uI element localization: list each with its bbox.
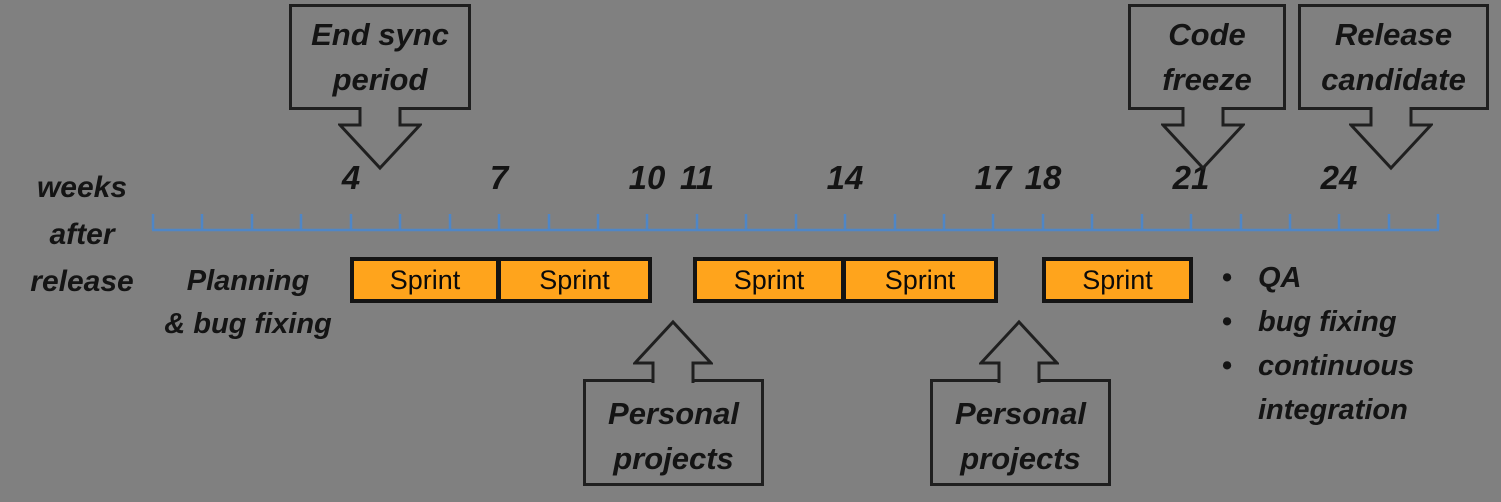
down-arrow-icon — [1161, 107, 1245, 171]
callout-personal-projects-1: Personal projects — [583, 379, 764, 486]
list-item: • bug fixing — [1222, 300, 1500, 344]
activity-bullet-list: • QA • bug fixing • continuous integrati… — [1222, 256, 1500, 432]
sprint-label: Sprint — [1082, 264, 1153, 295]
timeline-axis — [151, 214, 1440, 232]
bullet-icon: • — [1222, 306, 1233, 338]
bullet-text: continuous integration — [1258, 350, 1415, 426]
callout-personal-projects-2: Personal projects — [930, 379, 1111, 486]
callout-text: Code — [1168, 17, 1246, 52]
sprint-box-2: Sprint — [497, 257, 652, 303]
week-label-10: 10 — [628, 159, 666, 196]
week-label-18: 18 — [1024, 159, 1062, 196]
bullet-icon: • — [1222, 350, 1233, 382]
axis-label-weeks-after-release: weeks after release — [8, 164, 156, 305]
sprint-label: Sprint — [389, 264, 461, 295]
sprint-box-1: Sprint — [350, 257, 500, 303]
bullet-text: QA — [1258, 262, 1302, 294]
callout-text: Personal — [955, 396, 1086, 431]
week-label-7: 7 — [489, 159, 509, 196]
week-label-14: 14 — [826, 159, 864, 196]
phase-label-line: & bug fixing — [164, 308, 332, 340]
sprint-box-5: Sprint — [1042, 257, 1193, 303]
callout-code-freeze: Code freeze — [1128, 4, 1286, 110]
sprint-box-4: Sprint — [842, 257, 998, 303]
down-arrow-icon — [338, 107, 422, 171]
callout-text: projects — [960, 441, 1081, 476]
tick-marks — [151, 214, 1440, 230]
phase-label-line: Planning — [186, 265, 310, 297]
week-label-17: 17 — [974, 159, 1012, 196]
up-arrow-icon — [633, 319, 713, 383]
callout-release-candidate: Release candidate — [1298, 4, 1489, 110]
callout-text: period — [332, 62, 428, 97]
phase-label-planning: Planning & bug fixing — [143, 260, 353, 346]
callout-text: freeze — [1162, 62, 1252, 97]
up-arrow-icon — [979, 319, 1059, 383]
bullet-icon: • — [1222, 262, 1233, 294]
week-label-11: 11 — [679, 159, 715, 196]
sprint-box-3: Sprint — [693, 257, 845, 303]
callout-text: candidate — [1321, 62, 1466, 97]
down-arrow-icon — [1349, 107, 1433, 171]
callout-text: Release — [1334, 17, 1453, 52]
sprint-label: Sprint — [539, 264, 610, 295]
callout-end-sync-period: End sync period — [289, 4, 471, 110]
axis-label-line: release — [30, 265, 134, 298]
sprint-label: Sprint — [733, 264, 805, 295]
list-item: • continuous integration — [1222, 344, 1500, 432]
callout-text: Personal — [608, 396, 739, 431]
list-item: • QA — [1222, 256, 1500, 300]
week-label-24: 24 — [1320, 159, 1358, 196]
week-label-4: 4 — [341, 159, 361, 196]
callout-text: End sync — [311, 17, 449, 52]
bullet-text: bug fixing — [1258, 306, 1397, 338]
axis-label-line: weeks — [36, 171, 128, 204]
sprint-label: Sprint — [884, 264, 956, 295]
axis-label-line: after — [49, 218, 115, 251]
callout-text: projects — [613, 441, 734, 476]
